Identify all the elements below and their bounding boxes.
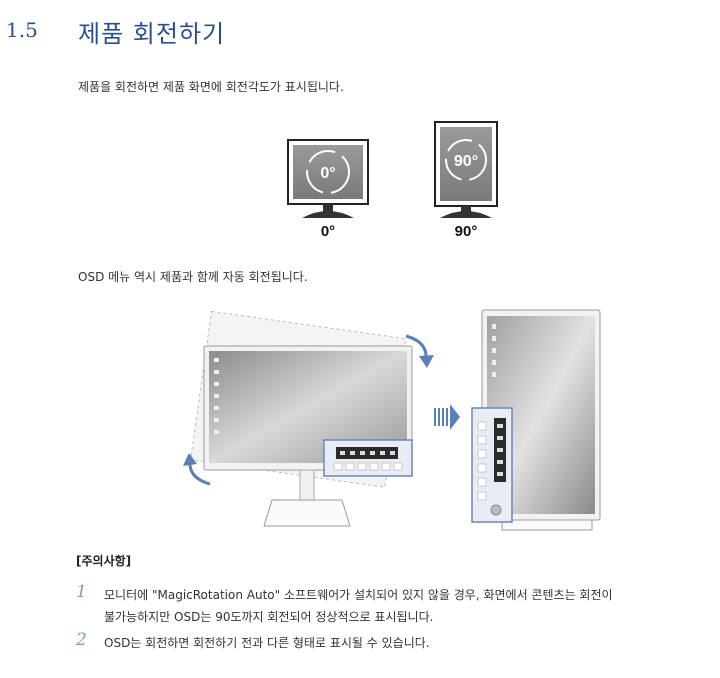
section-number: 1.5	[6, 18, 38, 42]
rotation-angle-figure: 0° 0° 90° 90°	[287, 121, 498, 240]
rotate-arrow-top-icon	[405, 334, 434, 368]
right-inner-angle: 90°	[454, 153, 478, 170]
portrait-monitor-icon: 90° 90°	[434, 121, 498, 240]
osd-panel-horizontal	[323, 439, 413, 477]
note-number-1: 1	[76, 582, 87, 602]
landscape-monitor	[203, 345, 413, 527]
osd-panel-vertical	[471, 407, 513, 523]
osd-rotation-figure	[183, 309, 601, 531]
left-inner-angle: 0°	[320, 165, 335, 182]
note-text-2-line-1: OSD는 회전하면 회전하기 전과 다른 형태로 표시될 수 있습니다.	[104, 636, 430, 650]
intro-paragraph: 제품을 회전하면 제품 화면에 회전각도가 표시됩니다.	[78, 80, 344, 94]
note-text-1-line-2: 불가능하지만 OSD는 90도까지 회전되어 정상적으로 표시됩니다.	[104, 610, 434, 624]
note-text-1-line-1: 모니터에 "MagicRotation Auto" 소프트웨어가 설치되어 있지…	[104, 588, 613, 602]
rotate-arrow-bottom-icon	[183, 453, 211, 486]
notes-heading: [주의사항]	[76, 554, 132, 568]
transition-arrow-icon	[434, 404, 460, 430]
landscape-monitor-icon: 0° 0°	[287, 139, 369, 240]
note-number-2: 2	[76, 630, 87, 650]
left-angle-caption: 0°	[321, 223, 335, 240]
portrait-monitor	[471, 309, 601, 531]
right-angle-caption: 90°	[455, 223, 478, 240]
section-title: 제품 회전하기	[78, 20, 226, 48]
osd-paragraph: OSD 메뉴 역시 제품과 함께 자동 회전됩니다.	[78, 270, 308, 284]
